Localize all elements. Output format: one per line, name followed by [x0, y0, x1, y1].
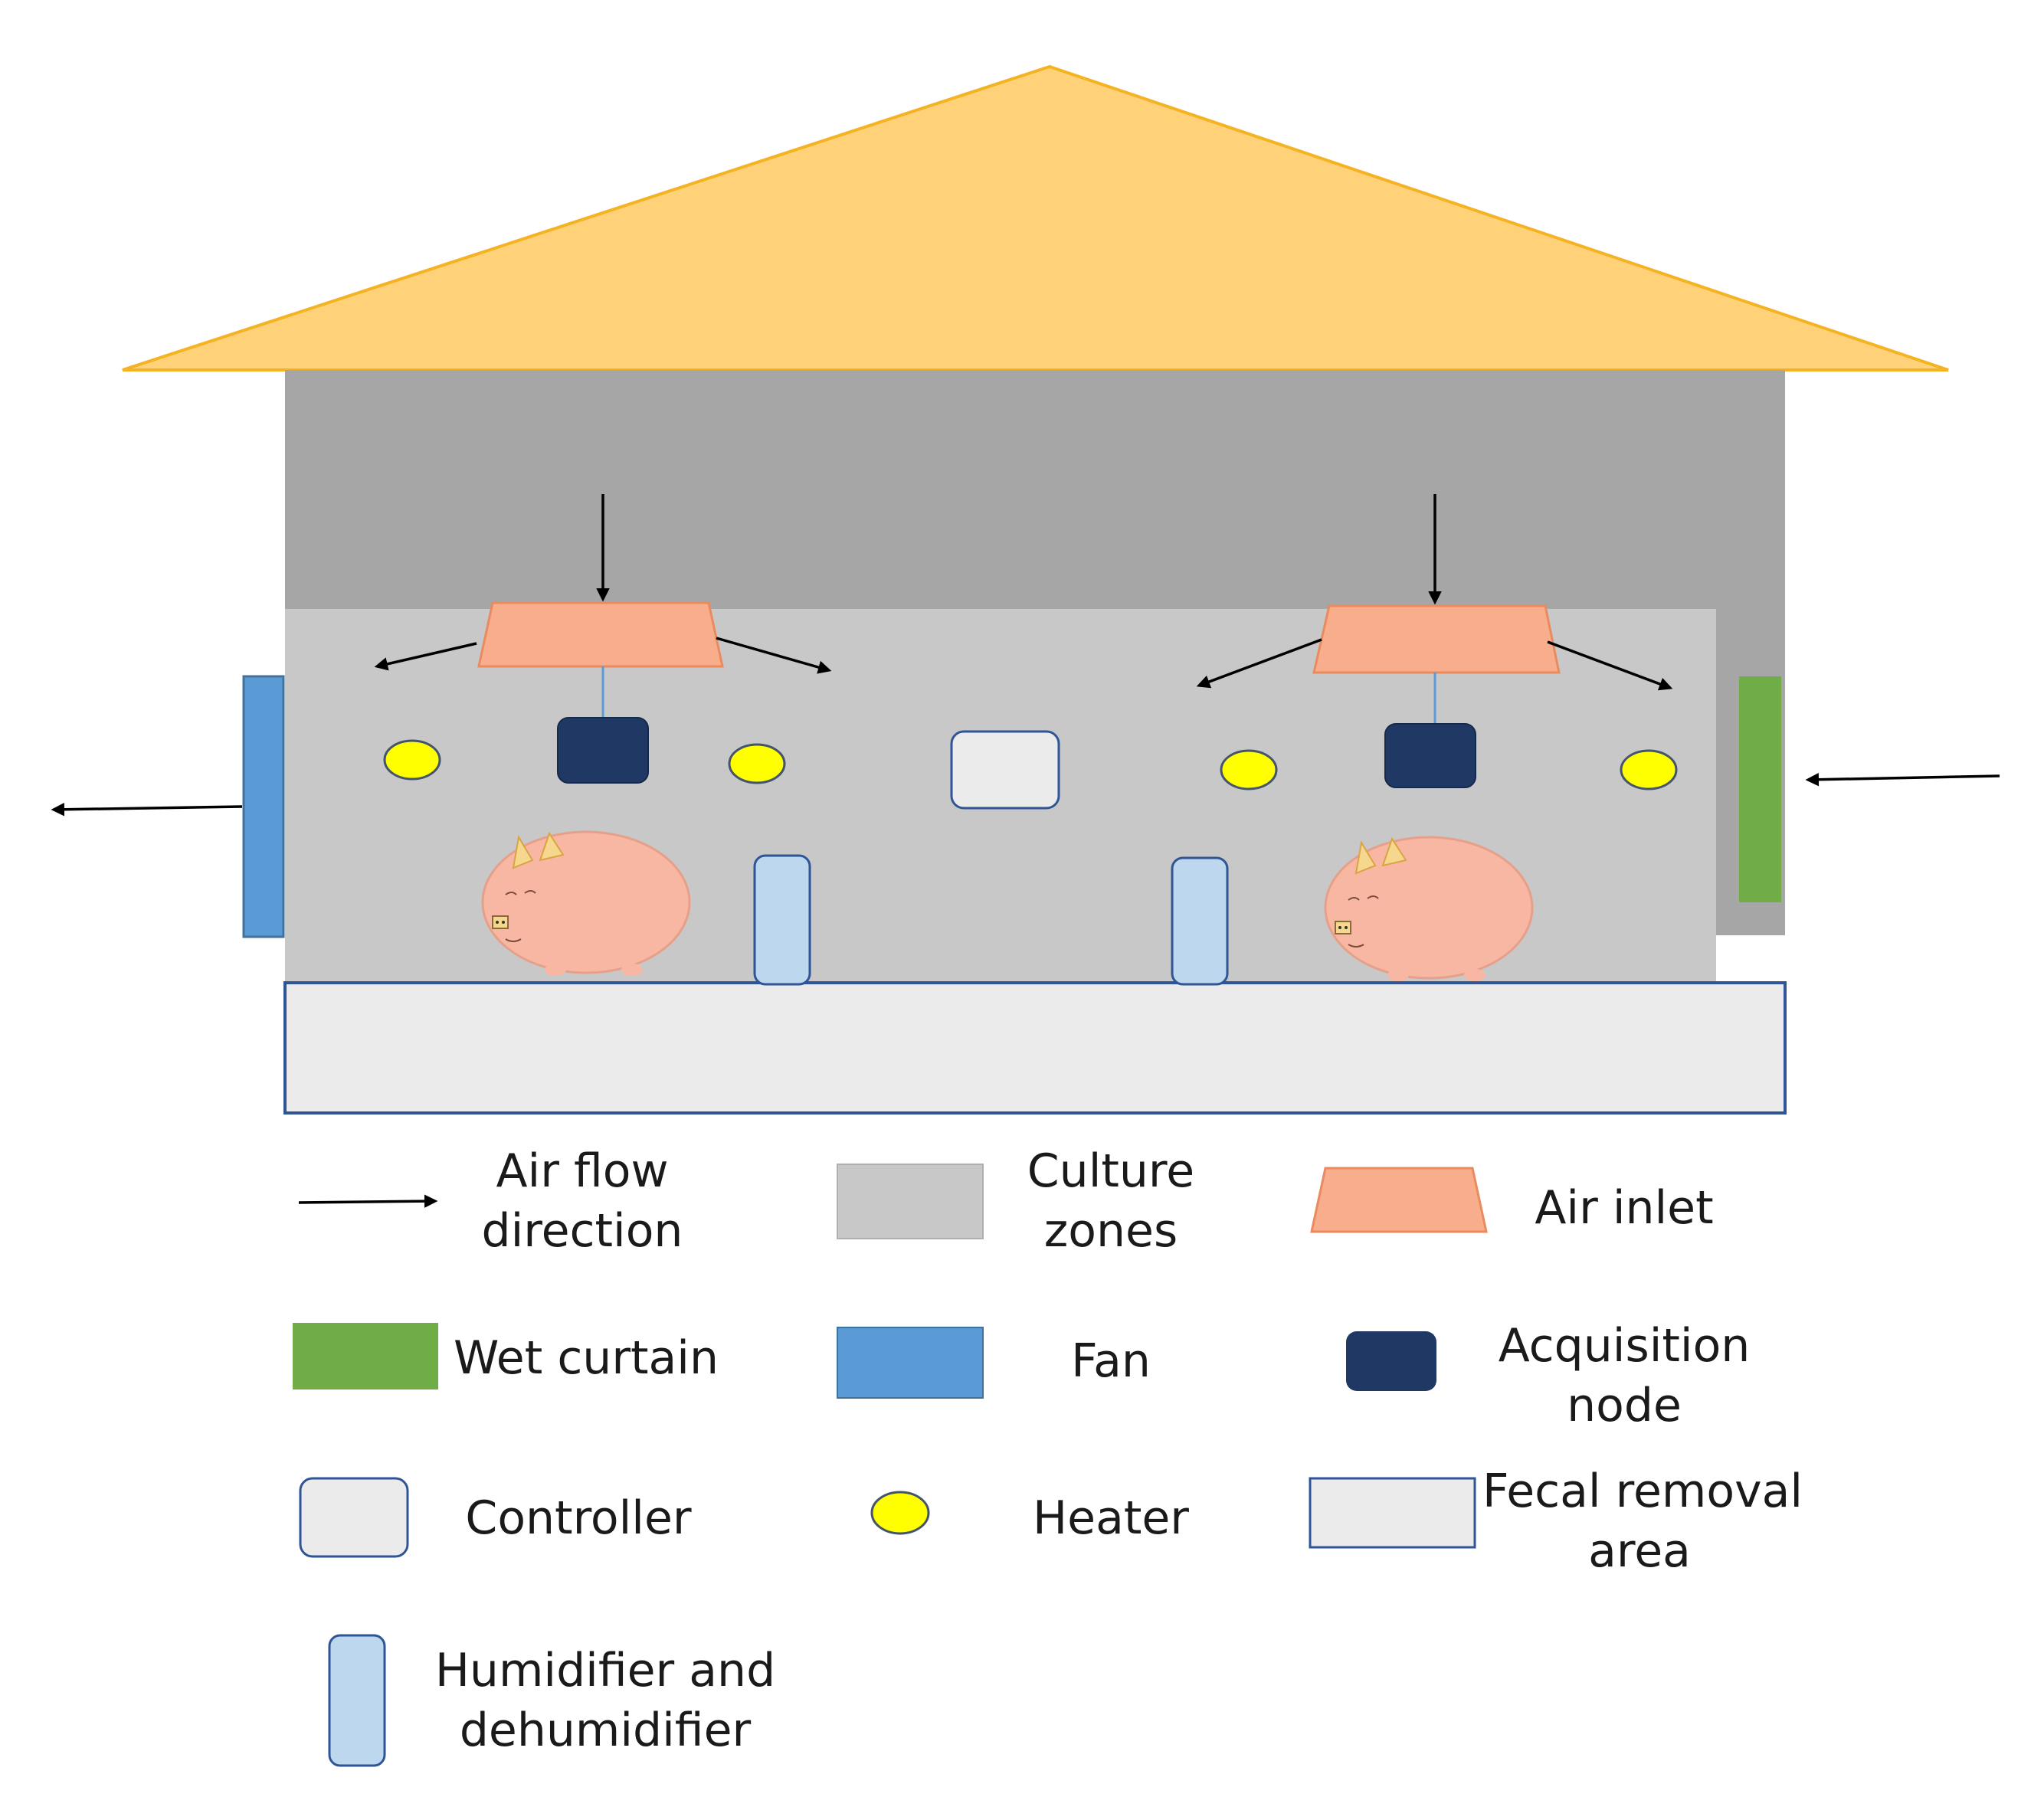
acquisition-node-right — [1384, 723, 1476, 788]
air-inlet-right — [1312, 604, 1561, 674]
legend-air-flow-label: Air flow direction — [481, 1144, 683, 1258]
legend-controller-swatch — [299, 1477, 409, 1558]
fecal-removal-area — [283, 981, 1787, 1115]
legend-acquisition-node-label: Acquisition node — [1498, 1319, 1751, 1432]
heaters — [383, 739, 1678, 790]
legend-air-inlet-swatch — [1310, 1167, 1488, 1233]
humidifier-right — [1171, 856, 1229, 986]
air-inlet-left — [477, 601, 724, 668]
legend-air-flow-arrow — [298, 1194, 438, 1208]
air-flow-arrows — [51, 494, 2000, 817]
legend-humidifier-swatch — [328, 1634, 386, 1767]
legend-heater-label: Heater — [1033, 1491, 1189, 1545]
legend-culture-zones-swatch — [837, 1164, 984, 1239]
legend-fan-swatch — [837, 1327, 984, 1399]
legend-fecal-removal-label: Fecal removal area — [1482, 1465, 1803, 1578]
legend-fan-label: Fan — [1071, 1334, 1151, 1388]
legend-fecal-area-swatch — [1309, 1477, 1476, 1549]
legend-wet-curtain-swatch — [293, 1323, 438, 1389]
roof — [122, 64, 1949, 372]
wet-curtain — [1739, 676, 1781, 902]
humidifier-left — [753, 854, 811, 986]
legend-humidifier-label: Humidifier and dehumidifier — [434, 1644, 776, 1757]
legend-controller-label: Controller — [465, 1491, 692, 1545]
acquisition-node-left — [557, 717, 649, 784]
legend-heater-swatch — [870, 1491, 930, 1535]
legend-air-inlet-label: Air inlet — [1535, 1181, 1714, 1235]
legend-wet-curtain-label: Wet curtain — [454, 1331, 719, 1385]
fan — [242, 675, 285, 938]
controller — [950, 730, 1060, 810]
legend-acquisition-node-swatch — [1346, 1331, 1436, 1391]
legend-culture-zones-label: Culture zones — [1027, 1144, 1195, 1258]
